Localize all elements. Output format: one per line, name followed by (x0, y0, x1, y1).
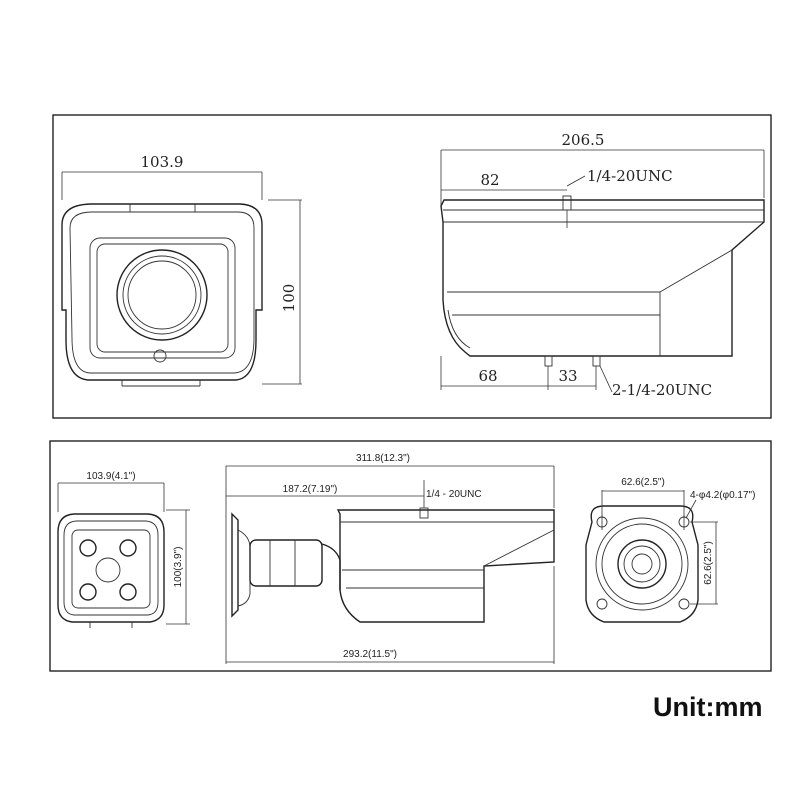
bottom-thread-label: 1/4 - 20UNC (426, 489, 482, 500)
bottom-mount-offset-label: 187.2(7.19") (283, 484, 338, 495)
top-bottom-offset-label: 68 (478, 367, 497, 385)
top-front-width-label: 103.9 (141, 153, 184, 171)
bottom-body-length-dimension (226, 566, 555, 664)
bottom-front-height-dimension (166, 509, 190, 625)
top-front-width-dimension (61, 171, 263, 200)
bottom-base-width-label: 62.6(2.5") (621, 477, 665, 488)
top-front-height-dimension (262, 199, 302, 385)
bottom-base-view (585, 505, 699, 623)
bottom-base-height-label: 62.6(2.5") (703, 541, 714, 585)
bottom-front-view (57, 513, 165, 628)
top-front-height-label: 100 (280, 284, 298, 313)
top-thread-label: 1/4-20UNC (587, 167, 673, 185)
bottom-base-height-dimension (690, 521, 718, 605)
top-front-view (61, 203, 263, 387)
bottom-holes-label: 4-φ4.2(φ0.17") (690, 490, 755, 501)
bottom-base-width-dimension (601, 490, 685, 517)
top-side-mount-offset-label: 82 (480, 171, 499, 189)
unit-label: Unit:mm (653, 692, 763, 722)
bottom-total-length-dimension (225, 465, 555, 664)
top-side-length-label: 206.5 (562, 131, 605, 149)
top-bottom-thread-label: 2-1/4-20UNC (612, 381, 712, 399)
top-side-length-dimension (440, 149, 765, 205)
top-panel-frame (52, 114, 772, 419)
top-side-mount-offset-dimension (441, 175, 586, 191)
bottom-panel-frame (49, 440, 772, 672)
bottom-front-height-label: 100(3.9") (173, 547, 184, 588)
bottom-body-length-label: 293.2(11.5") (343, 649, 397, 660)
bottom-holes-leader (685, 499, 697, 519)
bottom-total-length-label: 311.8(12.3") (356, 453, 410, 464)
bottom-front-width-label: 103.9(4.1") (86, 471, 135, 482)
bottom-side-view (231, 507, 555, 623)
top-side-view (440, 195, 765, 367)
bottom-front-width-dimension (57, 482, 165, 512)
top-bottom-spacing-dimension (548, 365, 613, 393)
top-bottom-spacing-label: 33 (558, 367, 577, 385)
bottom-mount-offset-dimension (226, 480, 425, 508)
